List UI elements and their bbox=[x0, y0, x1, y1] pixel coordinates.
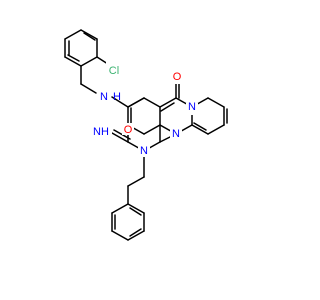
chlorine-atom: Cl bbox=[109, 65, 119, 77]
atom-labels: Cl N H O O N N NH N bbox=[90, 60, 198, 157]
ketone-oxygen-atom: O bbox=[173, 71, 182, 83]
imino-nitrogen-atom: NH bbox=[93, 126, 109, 138]
ring-n1-nitrogen-atom: N bbox=[140, 145, 148, 157]
amide-hydrogen-atom: H bbox=[113, 91, 121, 103]
bridgehead-nitrogen-atom: N bbox=[188, 101, 196, 113]
ring-nitrogen-atom: N bbox=[172, 128, 180, 140]
bonds bbox=[64, 29, 228, 241]
amide-oxygen-atom: O bbox=[124, 124, 133, 136]
molecule-structure: Cl N H O O N N NH N bbox=[64, 29, 228, 241]
amide-nitrogen-atom: N bbox=[100, 91, 108, 103]
